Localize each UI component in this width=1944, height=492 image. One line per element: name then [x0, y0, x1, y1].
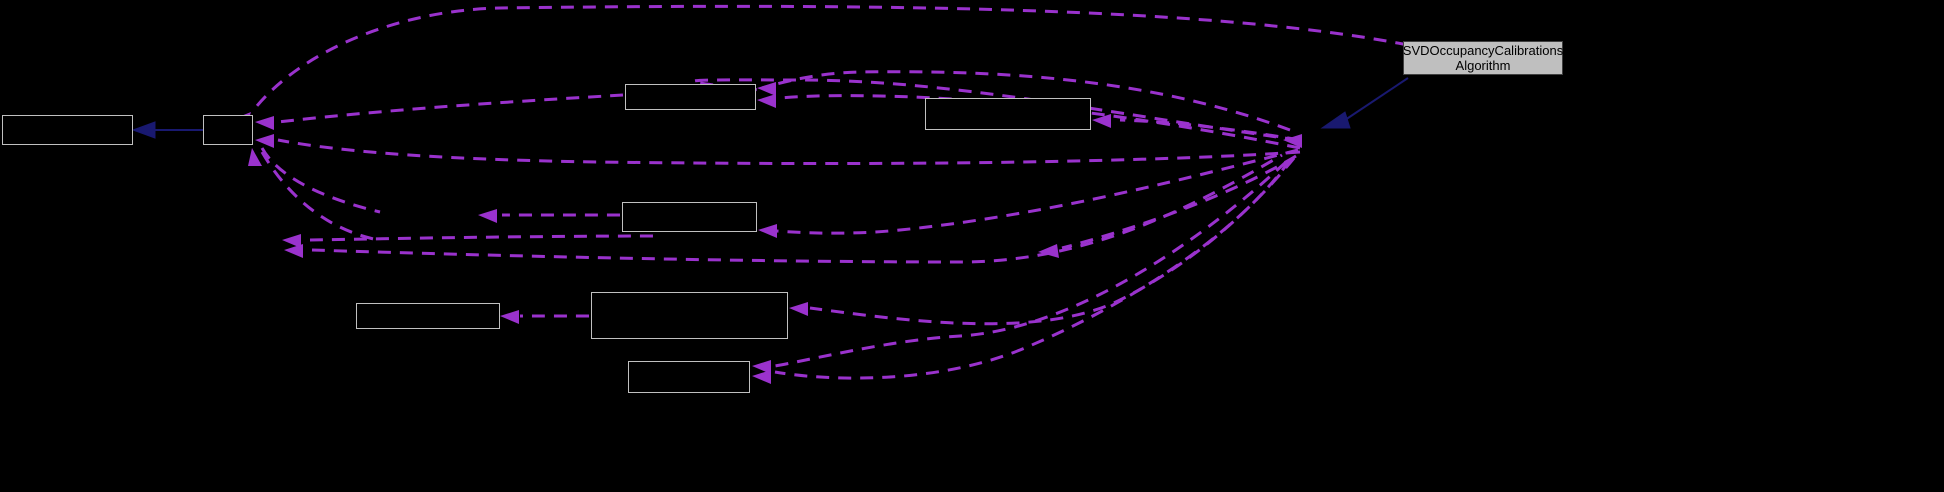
graph-node-8-label: SVDOccupancyCalibrations Algorithm	[1402, 43, 1564, 73]
edge-dashed-hub-n1-a	[692, 78, 1299, 142]
arrowhead-n4-right	[758, 224, 777, 238]
edge-inheritance-group	[131, 77, 1409, 139]
graph-node-svd-occupancy-calibrations-algorithm[interactable]: SVDOccupancyCalibrations Algorithm	[1403, 41, 1563, 75]
arrowhead-left-double-a	[282, 234, 301, 248]
arrowhead-n2-right-b	[757, 94, 776, 108]
edge-dashed-n6-hub	[809, 157, 1296, 326]
arrowhead-mid-n6	[1038, 244, 1059, 258]
edge-usage-group	[250, 4, 1409, 380]
graph-node-3[interactable]	[925, 98, 1091, 130]
edge-dashed-n7-hub-b	[774, 160, 1288, 368]
edge-dashed-n3-long-n1	[277, 138, 1301, 166]
edge-dashed-n1-down-b	[260, 151, 379, 242]
graph-node-1[interactable]	[203, 115, 253, 145]
arrowhead-n3-right	[1092, 114, 1111, 128]
graph-node-4[interactable]	[622, 202, 757, 232]
arrowhead-n7-right-a	[752, 360, 771, 374]
graph-node-0[interactable]	[2, 115, 133, 145]
arrowhead-n1-down-a	[248, 148, 262, 166]
arrowhead-solid-n0	[131, 121, 156, 139]
arrowhead-n4-left	[478, 209, 497, 223]
edge-dashed-n2-lower	[761, 94, 1301, 150]
arrowhead-n7-right-b	[752, 370, 771, 384]
edge-dashed-hub-n6	[1061, 154, 1297, 250]
arrowhead-hub-main	[1283, 134, 1302, 148]
arrowhead-left-double-b	[284, 244, 303, 258]
edge-dashed-n3-hub	[1119, 118, 1301, 142]
arrowhead-n1-a	[255, 116, 274, 130]
edge-dashed-n1-down-a	[260, 147, 381, 214]
graph-node-5[interactable]	[356, 303, 500, 329]
graph-node-2[interactable]	[625, 84, 756, 110]
arrowheads-usage	[236, 82, 1302, 384]
edge-dashed-n2-n1	[277, 93, 624, 124]
edge-dashed-longsweep-left-b	[311, 153, 1283, 264]
arrowhead-n2-right-a	[757, 82, 776, 96]
edge-dashed-n4-hub	[761, 148, 1299, 235]
arrowhead-n5-right	[500, 310, 519, 324]
edge-dashed-top-sweep	[250, 4, 1409, 113]
graph-node-6[interactable]	[591, 292, 788, 339]
arrowhead-n6-right	[789, 302, 808, 316]
graph-node-7[interactable]	[628, 361, 750, 393]
edge-dashed-n2-upper	[761, 70, 1291, 132]
edge-dashed-n7-hub-a	[774, 159, 1292, 380]
arrowhead-solid-main	[1320, 111, 1351, 129]
edge-solid-n8-main	[1344, 77, 1409, 121]
arrowhead-n1-b	[255, 134, 274, 148]
